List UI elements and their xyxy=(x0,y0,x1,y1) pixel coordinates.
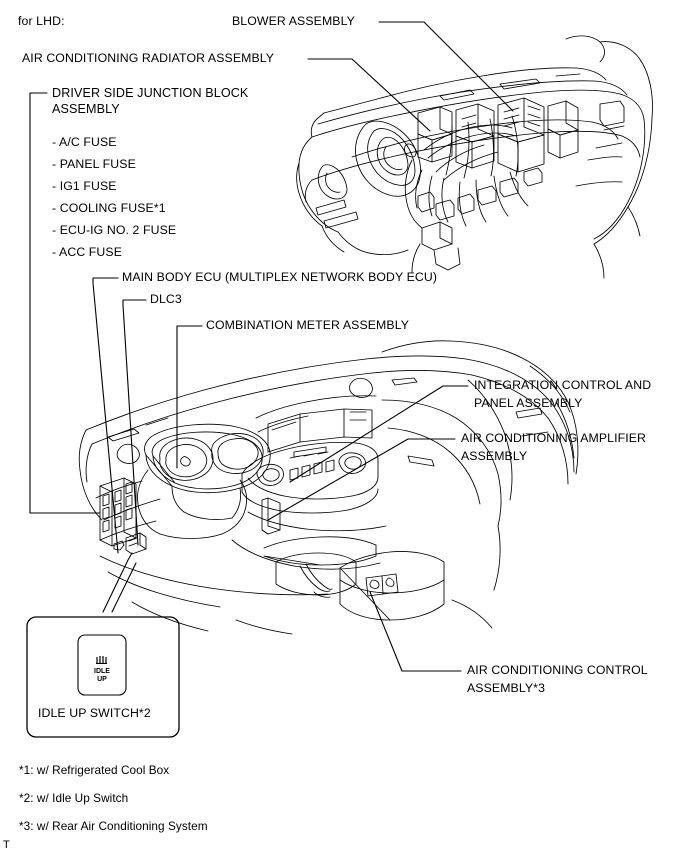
leader-driver-junction-block xyxy=(29,92,101,514)
upper-dashboard-illustration xyxy=(296,35,653,279)
leader-idle-up-switch xyxy=(102,552,137,613)
fuse-item-ecu-ig-no2: - ECU-IG NO. 2 FUSE xyxy=(52,223,177,237)
callout-blower-assembly: BLOWER ASSEMBLY xyxy=(232,14,355,28)
callout-driver-junction-block-line1: DRIVER SIDE JUNCTION BLOCK xyxy=(52,86,249,100)
fuse-item-acc: - ACC FUSE xyxy=(52,245,123,259)
callout-ac-radiator-assembly: AIR CONDITIONING RADIATOR ASSEMBLY xyxy=(22,51,275,65)
callout-ac-amplifier-line1: AIR CONDITIONING AMPLIFIER xyxy=(461,431,647,445)
variant-note: for LHD: xyxy=(18,14,65,28)
idle-up-switch-box xyxy=(26,616,180,738)
fuse-item-ig1: - IG1 FUSE xyxy=(52,179,117,193)
bottom-left-marker: T xyxy=(3,839,10,851)
leader-ac-amplifier xyxy=(267,438,456,521)
idle-up-switch-button xyxy=(77,634,127,696)
idle-up-switch-label-line2: UP xyxy=(97,676,107,683)
footnote-1: *1: w/ Refrigerated Cool Box xyxy=(19,763,170,777)
callout-ac-control-line2: ASSEMBLY*3 xyxy=(467,681,546,695)
callout-main-body-ecu: MAIN BODY ECU (MULTIPLEX NETWORK BODY EC… xyxy=(122,270,438,284)
leader-ac-radiator xyxy=(307,58,431,132)
callout-ac-control-line1: AIR CONDITIONING CONTROL xyxy=(467,663,648,677)
leader-dlc3 xyxy=(122,299,147,546)
callout-integration-control-line1: INTEGRATION CONTROL AND xyxy=(474,378,652,392)
idle-up-switch-icon xyxy=(87,655,117,665)
leader-combination-meter xyxy=(176,325,203,469)
leader-main-body-ecu xyxy=(92,277,119,554)
callout-integration-control-line2: PANEL ASSEMBLY xyxy=(474,396,583,410)
idle-up-box-caption: IDLE UP SWITCH*2 xyxy=(38,706,151,720)
footnote-3: *3: w/ Rear Air Conditioning System xyxy=(19,819,208,833)
leader-ac-control-assembly xyxy=(369,591,462,672)
leader-blower-assembly xyxy=(378,21,514,112)
leader-integration-control xyxy=(289,385,469,483)
callout-driver-junction-block-line2: ASSEMBLY xyxy=(52,102,120,116)
fuse-item-ac: - A/C FUSE xyxy=(52,135,117,149)
lower-interior-illustration xyxy=(78,340,579,635)
callout-combination-meter: COMBINATION METER ASSEMBLY xyxy=(206,318,410,332)
idle-up-switch-label-line1: IDLE xyxy=(94,668,110,675)
footnote-2: *2: w/ Idle Up Switch xyxy=(19,791,129,805)
callout-ac-amplifier-line2: ASSEMBLY xyxy=(461,449,528,463)
callout-dlc3: DLC3 xyxy=(150,292,182,306)
fuse-item-cooling: - COOLING FUSE*1 xyxy=(52,201,166,215)
fuse-item-panel: - PANEL FUSE xyxy=(52,157,136,171)
